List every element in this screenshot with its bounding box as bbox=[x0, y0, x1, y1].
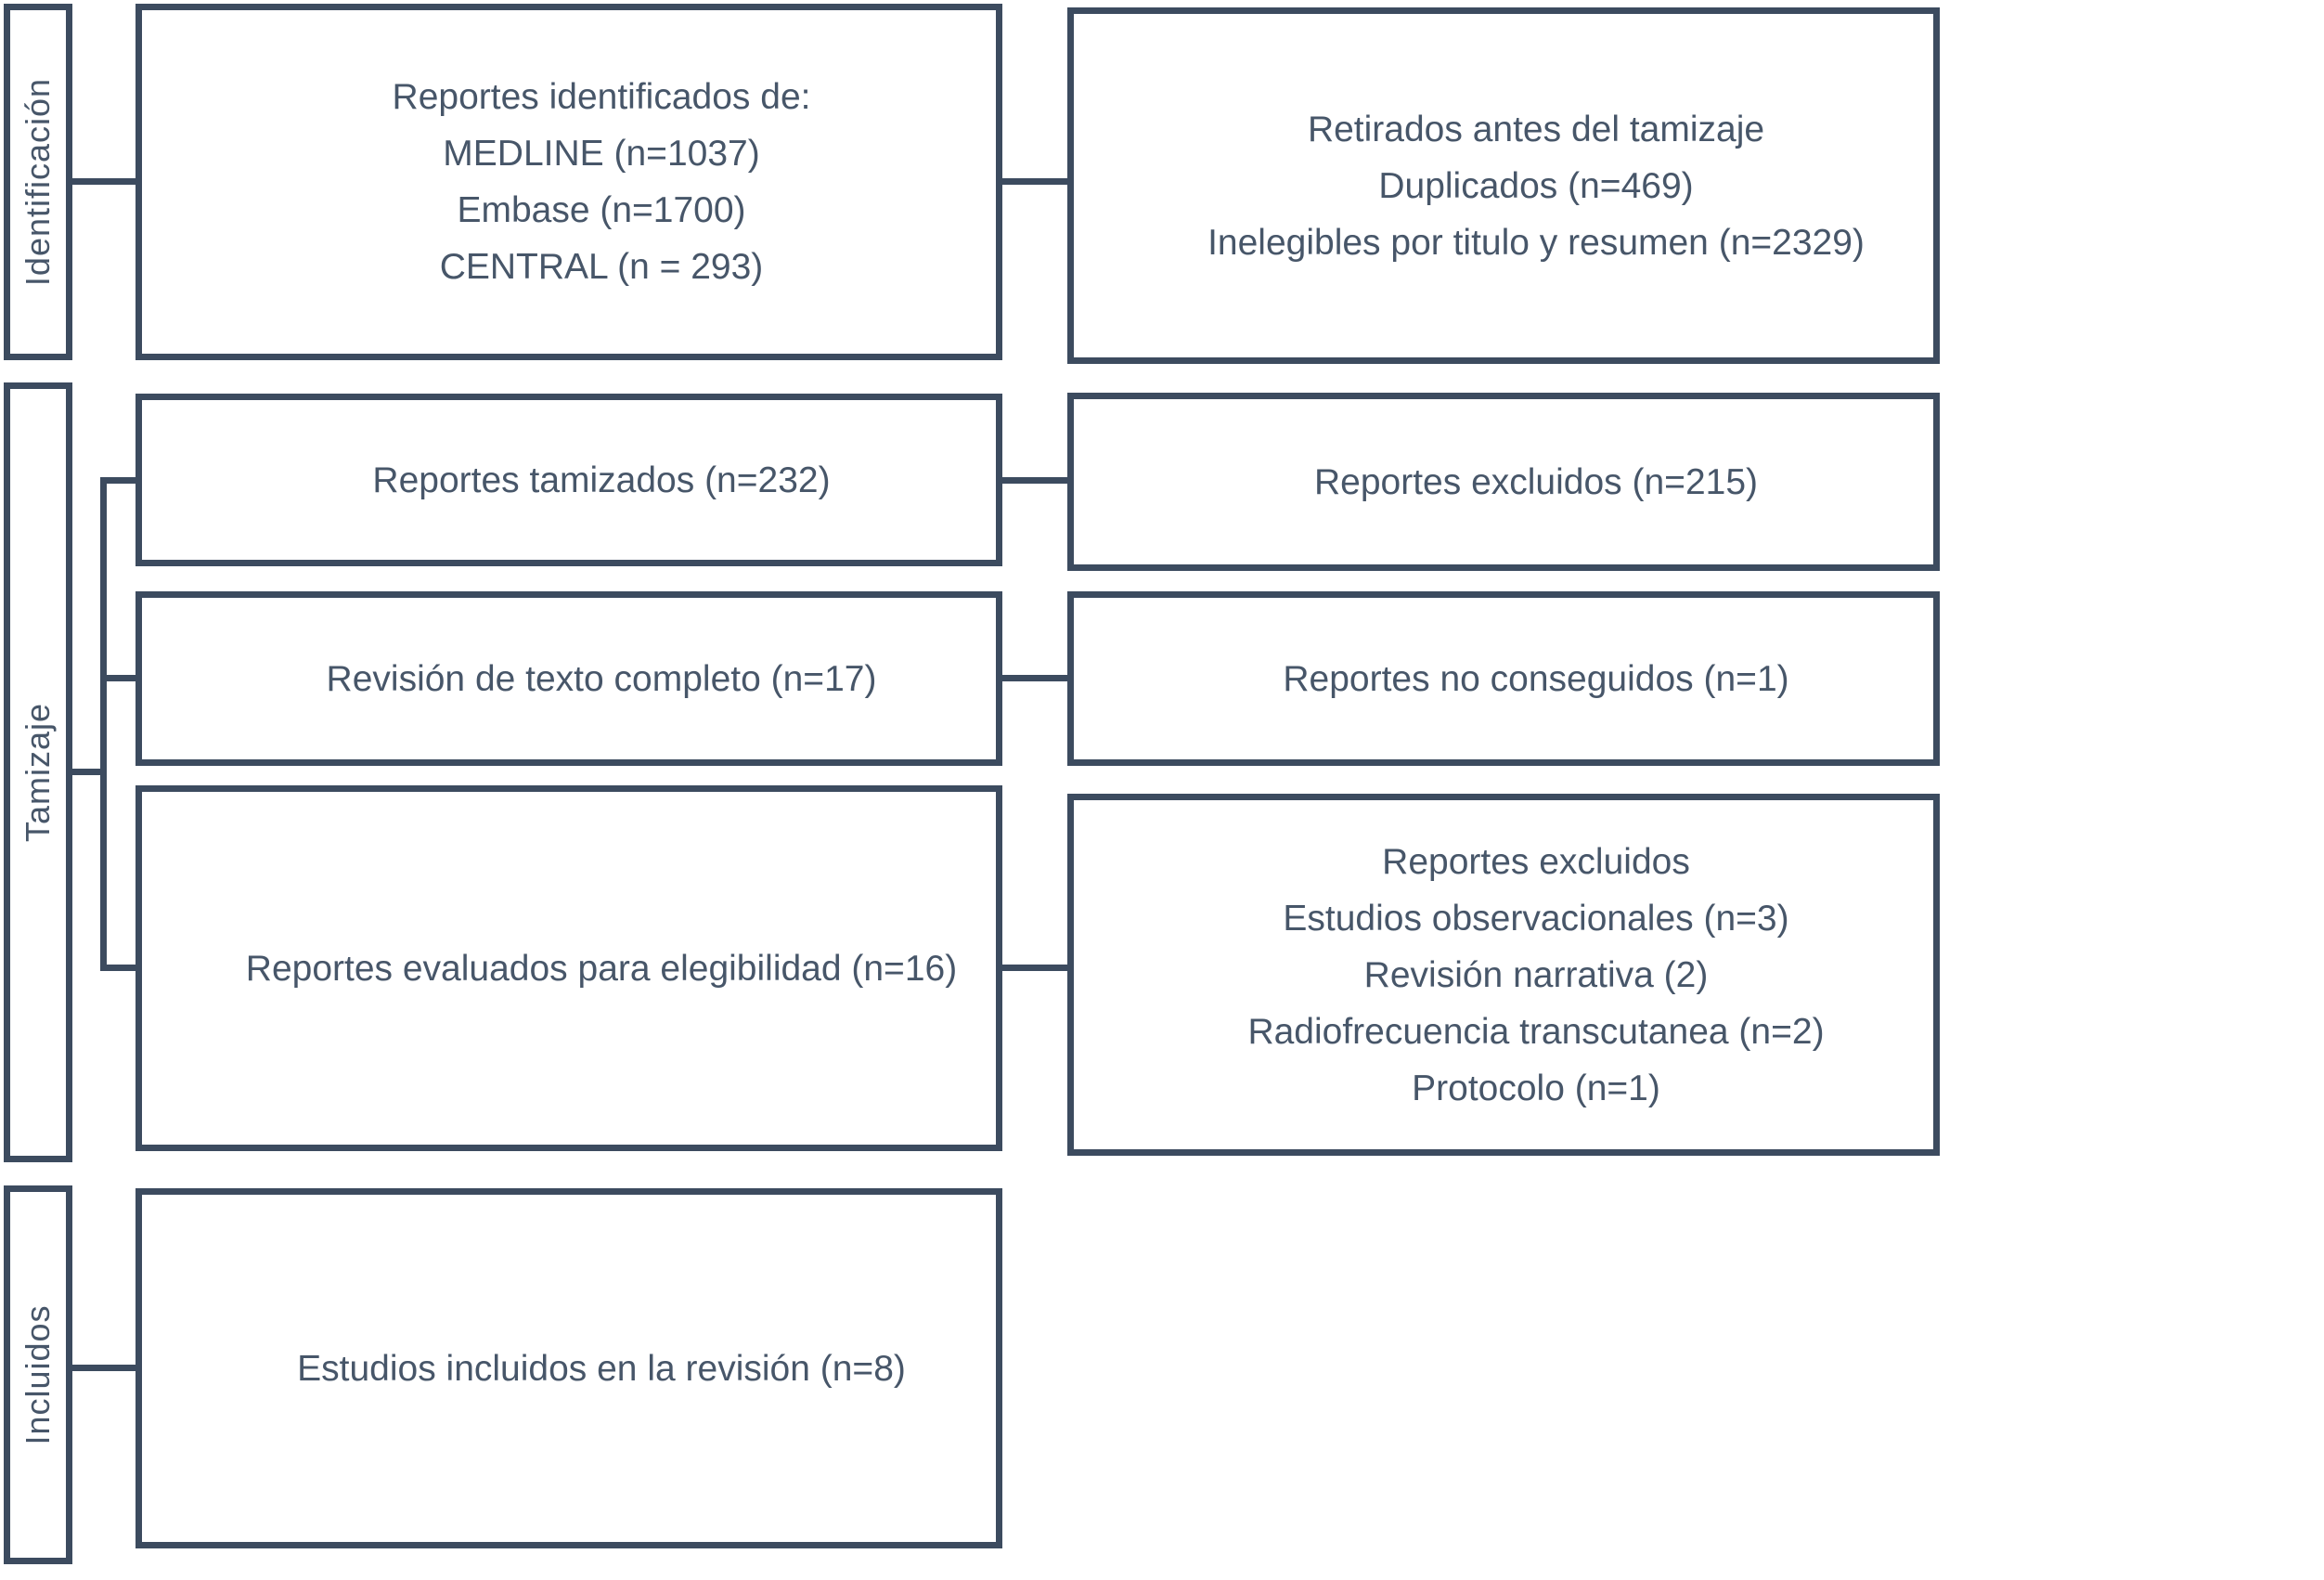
box-line: Revisión narrativa (2) bbox=[1363, 954, 1709, 995]
box-revision-texto-completo: Revisión de texto completo (n=17) bbox=[136, 591, 1002, 766]
box-line: Estudios incluidos en la revisión (n=8) bbox=[297, 1348, 906, 1389]
box-line: Protocolo (n=1) bbox=[1412, 1068, 1660, 1108]
box-reportes-excluidos-elegibilidad: Reportes excluidos Estudios observaciona… bbox=[1067, 794, 1940, 1156]
box-reportes-identificados: Reportes identificados de: MEDLINE (n=10… bbox=[136, 4, 1002, 360]
box-line: Radiofrecuencia transcutanea (n=2) bbox=[1247, 1011, 1825, 1052]
box-reportes-no-conseguidos: Reportes no conseguidos (n=1) bbox=[1067, 591, 1940, 766]
stage-bar-identificacion: Identificación bbox=[4, 4, 72, 360]
box-reportes-evaluados-elegibilidad: Reportes evaluados para elegibilidad (n=… bbox=[136, 785, 1002, 1151]
stage-label-identificacion: Identificación bbox=[19, 77, 57, 287]
box-line: Reportes excluidos bbox=[1382, 841, 1690, 882]
connector-bracket-to-fulltext bbox=[100, 675, 136, 681]
box-line: Inelegibles por titulo y resumen (n=2329… bbox=[1207, 222, 1865, 263]
box-retirados-antes-tamizaje: Retirados antes del tamizaje Duplicados … bbox=[1067, 7, 1940, 364]
box-line: Estudios observacionales (n=3) bbox=[1283, 898, 1789, 939]
box-line: Reportes evaluados para elegibilidad (n=… bbox=[245, 948, 958, 989]
stage-bar-tamizaje: Tamizaje bbox=[4, 382, 72, 1162]
box-line: Reportes no conseguidos (n=1) bbox=[1283, 658, 1789, 699]
connector-fulltext-to-notretrieved bbox=[1002, 675, 1067, 681]
box-reportes-excluidos-tamizaje: Reportes excluidos (n=215) bbox=[1067, 393, 1940, 571]
box-line: Revisión de texto completo (n=17) bbox=[326, 658, 877, 699]
box-estudios-incluidos: Estudios incluidos en la revisión (n=8) bbox=[136, 1188, 1002, 1548]
box-reportes-tamizados: Reportes tamizados (n=232) bbox=[136, 394, 1002, 566]
stage-label-tamizaje: Tamizaje bbox=[19, 702, 57, 843]
box-line: Retirados antes del tamizaje bbox=[1307, 109, 1765, 149]
connector-identified-to-removed bbox=[1002, 178, 1067, 185]
connector-bracket-to-assessed bbox=[100, 965, 136, 971]
connector-bracket-to-screened bbox=[100, 477, 136, 484]
box-line: Reportes excluidos (n=215) bbox=[1313, 461, 1759, 502]
box-line: Reportes identificados de: bbox=[392, 77, 811, 117]
connector-tamizaje-to-bracket bbox=[72, 769, 107, 775]
connector-screened-to-excluded bbox=[1002, 477, 1067, 484]
connector-incluidos-to-included bbox=[72, 1365, 136, 1371]
box-line: MEDLINE (n=1037) bbox=[443, 134, 760, 174]
connector-tamizaje-bracket-vertical bbox=[100, 477, 107, 971]
box-line: Reportes tamizados (n=232) bbox=[372, 460, 831, 500]
connector-assessed-to-excluded bbox=[1002, 965, 1067, 971]
stage-label-incluidos: Incluidos bbox=[19, 1304, 57, 1445]
connector-identificacion-to-identified bbox=[72, 178, 136, 185]
box-line: Duplicados (n=469) bbox=[1378, 165, 1694, 206]
box-line: CENTRAL (n = 293) bbox=[439, 247, 764, 287]
box-line: Embase (n=1700) bbox=[457, 190, 746, 230]
stage-bar-incluidos: Incluidos bbox=[4, 1185, 72, 1564]
